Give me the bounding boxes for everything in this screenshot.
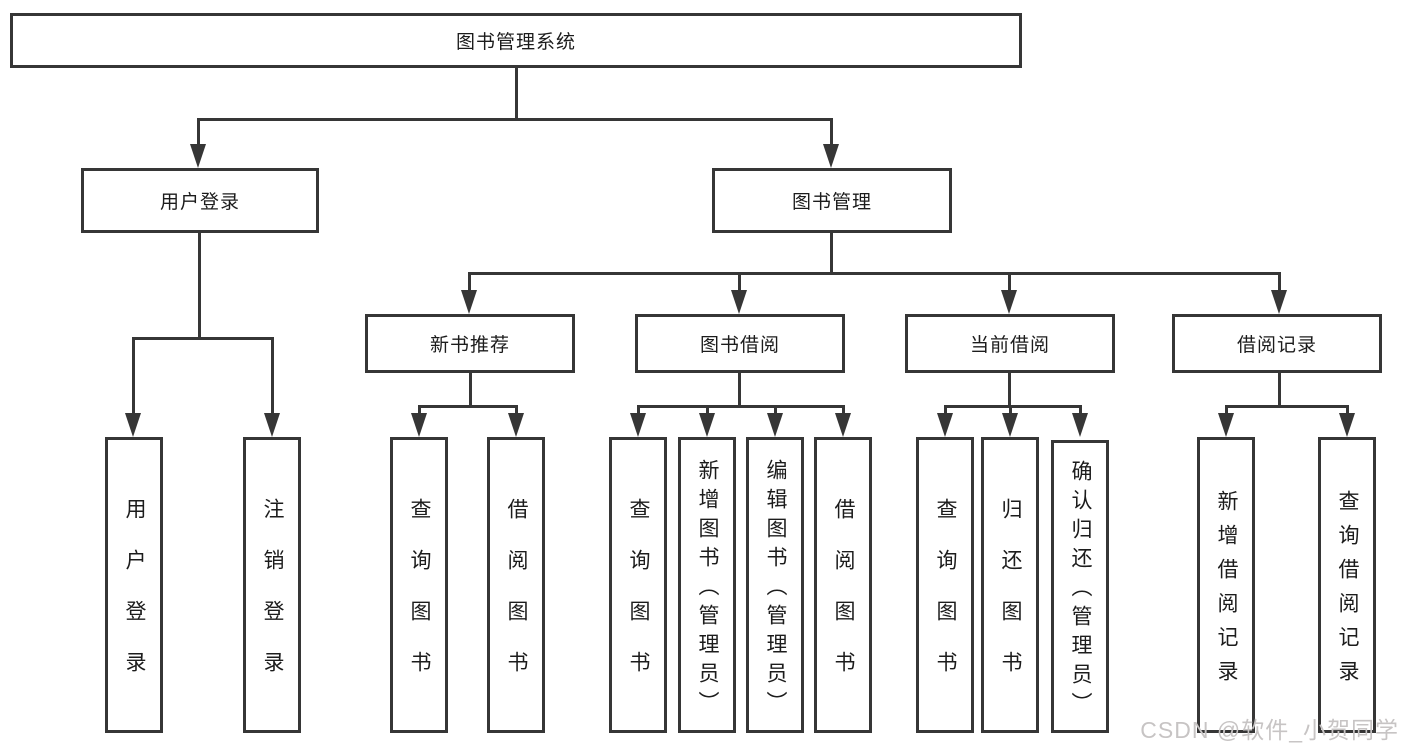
arrow-down-icon [1339,413,1355,437]
edge-vline [469,373,472,405]
node-label: 图书借阅 [699,335,780,356]
edge-vline [738,272,741,294]
leaf-label: 用户登录 [123,498,146,702]
edge-hline [468,272,1281,275]
edge-vline [515,405,518,417]
edge-vline [1278,272,1281,294]
edge-vline [637,405,640,417]
node-label: 图书管理 [791,192,872,213]
arrow-down-icon [1002,413,1018,437]
leaf-logout: 注销登录 [243,437,301,733]
node-label: 借阅记录 [1236,335,1317,356]
edge-vline [198,233,201,337]
edge-vline [197,118,200,148]
arrow-down-icon [731,290,747,314]
edge-hline [1225,405,1349,408]
edge-vline [1009,405,1012,417]
leaf-label: 借阅图书 [505,498,528,702]
edge-hline [944,405,1082,408]
node-borrow-records: 借阅记录 [1172,314,1382,373]
edge-vline [132,337,135,415]
arrow-down-icon [1072,413,1088,437]
edge-vline [1225,405,1228,417]
edge-vline [1079,405,1082,417]
node-current-borrowing: 当前借阅 [905,314,1115,373]
leaf-return-books: 归还图书 [981,437,1039,733]
edge-vline [774,405,777,417]
leaf-add-books-admin: 新增图书（管理员） [678,437,736,733]
edge-vline [830,118,833,148]
edge-vline [738,373,741,405]
arrow-down-icon [835,413,851,437]
edge-vline [468,272,471,294]
arrow-down-icon [190,144,206,168]
edge-vline [271,337,274,415]
edge-hline [637,405,845,408]
leaf-label: 注销登录 [261,498,284,702]
edge-vline [706,405,709,417]
leaf-query-books: 查询图书 [390,437,448,733]
leaf-label: 新增借阅记录 [1215,489,1238,694]
node-label: 图书管理系统 [455,32,576,53]
node-book-management: 图书管理 [712,168,952,233]
leaf-label: 查询图书 [408,498,431,702]
leaf-label: 归还图书 [999,498,1022,702]
edge-vline [842,405,845,417]
arrow-down-icon [1271,290,1287,314]
leaf-borrow-books: 借阅图书 [487,437,545,733]
leaf-label: 编辑图书（管理员） [764,458,787,720]
leaf-label: 新增图书（管理员） [696,458,719,720]
edge-vline [1008,272,1011,294]
node-book-borrowing: 图书借阅 [635,314,845,373]
leaf-query-books: 查询图书 [609,437,667,733]
edge-vline [1278,373,1281,405]
edge-hline [132,337,274,340]
leaf-label: 借阅图书 [832,498,855,702]
arrow-down-icon [508,413,524,437]
edge-vline [1346,405,1349,417]
node-new-book-recommend: 新书推荐 [365,314,575,373]
edge-hline [418,405,518,408]
leaf-label: 查询借阅记录 [1336,489,1359,694]
arrow-down-icon [411,413,427,437]
csdn-watermark: CSDN @软件_小贺同学 [1140,717,1399,743]
leaf-label: 确认归还（管理员） [1069,460,1092,721]
node-user-login: 用户登录 [81,168,319,233]
node-label: 用户登录 [159,192,240,213]
node-label: 当前借阅 [969,335,1050,356]
arrow-down-icon [125,413,141,437]
leaf-edit-books-admin: 编辑图书（管理员） [746,437,804,733]
leaf-add-borrow-record: 新增借阅记录 [1197,437,1255,733]
arrow-down-icon [767,413,783,437]
leaf-user-login: 用户登录 [105,437,163,733]
node-library-management-system: 图书管理系统 [10,13,1022,68]
arrow-down-icon [699,413,715,437]
leaf-borrow-books: 借阅图书 [814,437,872,733]
arrow-down-icon [630,413,646,437]
arrow-down-icon [937,413,953,437]
arrow-down-icon [461,290,477,314]
edge-hline [197,118,833,121]
leaf-query-borrow-record: 查询借阅记录 [1318,437,1376,733]
leaf-query-books: 查询图书 [916,437,974,733]
arrow-down-icon [823,144,839,168]
edge-vline [944,405,947,417]
edge-vline [1008,373,1011,405]
node-label: 新书推荐 [429,335,510,356]
edge-vline [515,68,518,118]
leaf-label: 查询图书 [627,498,650,702]
leaf-label: 查询图书 [934,498,957,702]
leaf-confirm-return-admin: 确认归还（管理员） [1051,440,1109,733]
edge-vline [418,405,421,417]
edge-vline [830,233,833,272]
arrow-down-icon [1001,290,1017,314]
arrow-down-icon [264,413,280,437]
arrow-down-icon [1218,413,1234,437]
